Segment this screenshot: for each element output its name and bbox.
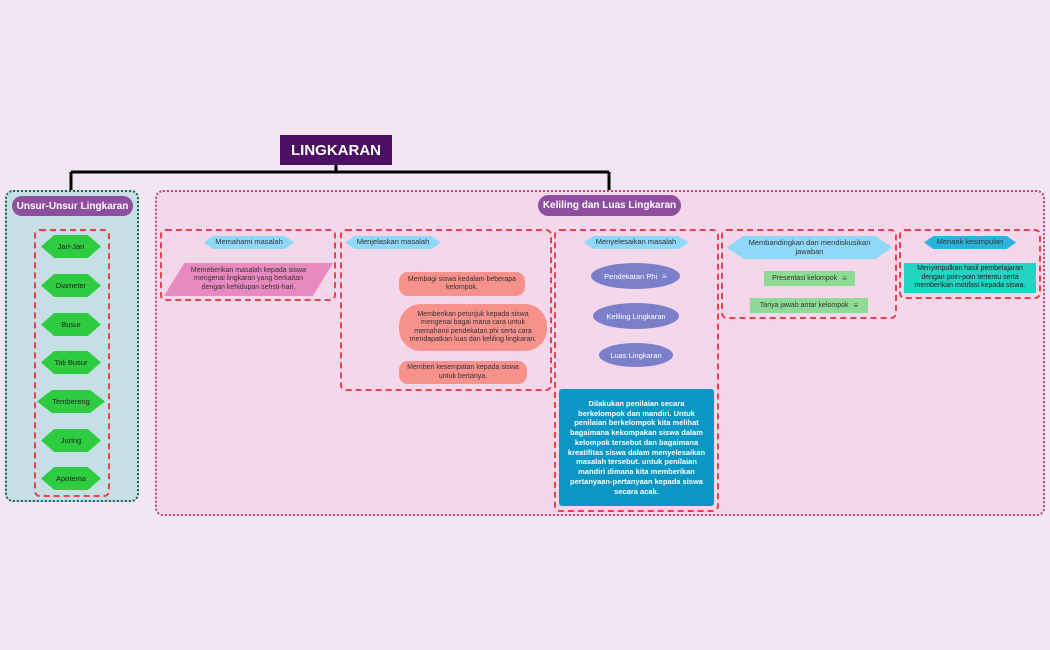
element-apotema[interactable]: Apotema (41, 467, 101, 490)
perimeter-area-topic[interactable]: Keliling dan Luas Lingkaran (538, 195, 681, 216)
step-5-group (899, 229, 1041, 299)
step-4-group (721, 229, 897, 319)
topic-pendekatan-phi-label: Pendekatan Phi (604, 271, 658, 281)
element-diameter[interactable]: Diameter (41, 274, 101, 297)
element-busur[interactable]: Busur (41, 313, 101, 336)
notes-icon: ≡ (842, 274, 847, 283)
element-tembereng[interactable]: Tembereng (37, 390, 105, 413)
step-2-detail-1[interactable]: Membagi siswa kedalam beberapa kelompok. (399, 272, 525, 296)
step-2-detail-2[interactable]: Memberikan petunjuk kepada siswa mengena… (399, 304, 547, 351)
detail-presentasi-kelompok-label: Presentasi kelompok (772, 275, 838, 282)
detail-tanya-jawab[interactable]: Tanya jawab antar kelompok ≡ (750, 298, 868, 313)
notes-icon: ≡ (662, 271, 667, 281)
step-3-label[interactable]: Menyelesaikan masalah (583, 236, 689, 249)
element-jari-jari[interactable]: Jari-Jari (41, 235, 101, 258)
notes-icon: ≡ (853, 301, 859, 310)
topic-luas-lingkaran[interactable]: Luas Lingkaran (599, 343, 673, 367)
step-4-label[interactable]: Membandingkan dan mendiskusikan jawaban (727, 236, 892, 259)
elements-group (34, 229, 110, 497)
elements-topic[interactable]: Unsur-Unsur Lingkaran (12, 196, 133, 216)
element-juring[interactable]: Juring (41, 429, 101, 452)
step-5-detail[interactable]: Menyimpulkan hasil pembelajaran dengan p… (904, 263, 1036, 293)
step-5-label[interactable]: Menarik kesimpulan (924, 236, 1016, 249)
step-2-detail-3[interactable]: Memberi kesempatan kepada siswa untuk be… (399, 361, 527, 384)
step-2-group (340, 229, 552, 391)
step-1-group (160, 229, 336, 301)
detail-presentasi-kelompok[interactable]: Presentasi kelompok ≡ (764, 271, 855, 286)
step-3-group (554, 229, 719, 512)
element-tali-busur[interactable]: Tali Busur (41, 351, 101, 374)
step-1-label[interactable]: Memahami masalah (204, 236, 294, 249)
step-2-label[interactable]: Menjelaskan masalah (345, 236, 441, 249)
root-title: LINGKARAN (280, 135, 392, 165)
step-1-detail[interactable]: Memeberikan masalah kepada siswa mengena… (164, 263, 333, 296)
topic-pendekatan-phi[interactable]: Pendekatan Phi ≡ (591, 263, 680, 289)
detail-tanya-jawab-label: Tanya jawab antar kelompok (759, 302, 849, 309)
assessment-note[interactable]: Dilakukan penilaian secara berkelompok d… (559, 389, 714, 506)
topic-keliling-lingkaran[interactable]: Keliling Lingkaran (593, 303, 679, 329)
